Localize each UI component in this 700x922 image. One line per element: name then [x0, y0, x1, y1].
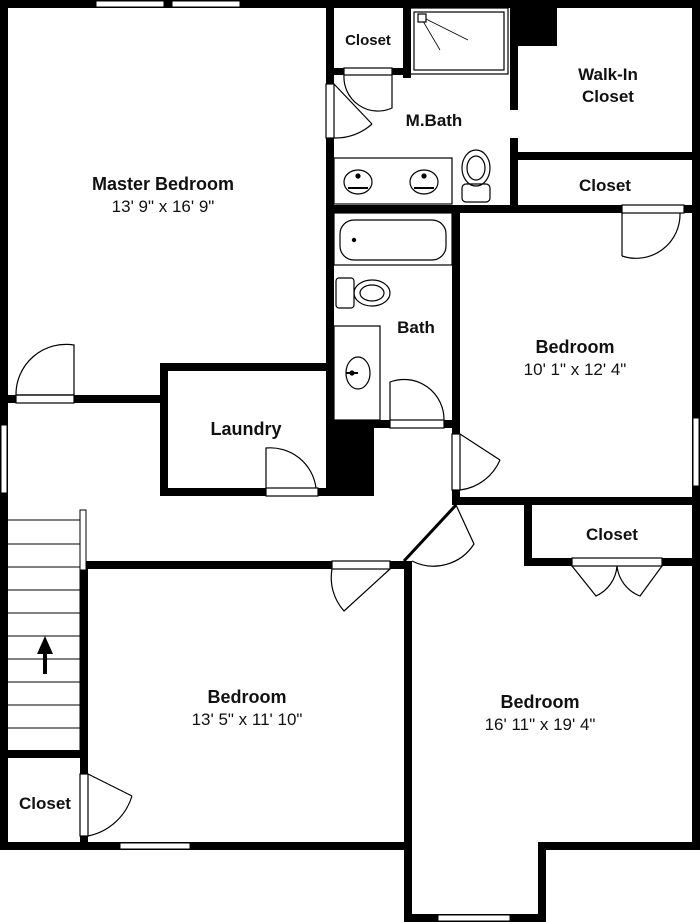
- bedroom-center-dims: 13' 5" x 11' 10": [192, 710, 303, 729]
- door-gap-closet-left: [79, 773, 89, 837]
- door-swing-bedroom-center: [330, 568, 391, 612]
- wall-walkin-stub: [510, 138, 518, 212]
- room-labels: Master Bedroom 13' 9" x 16' 9" Closet M.…: [19, 32, 638, 813]
- vanity-mbath-icon: [333, 157, 453, 205]
- outer-wall-bottom-right: [538, 842, 700, 850]
- wall-center-top: [80, 561, 410, 569]
- closet-left-name: Closet: [19, 794, 71, 813]
- bedroom-large-name: Bedroom: [500, 692, 579, 712]
- door-gap-master: [15, 394, 75, 404]
- doors: [15, 67, 685, 837]
- wall-master-bottom: [8, 395, 162, 403]
- up-arrow-icon: [37, 636, 53, 674]
- outer-wall-bump-right: [538, 842, 546, 922]
- door-swing-laundry: [265, 447, 317, 489]
- outer-wall-top: [0, 0, 700, 8]
- bedroom-right-dims: 10' 1" x 12' 4": [524, 360, 627, 379]
- wall-walkin-bottom: [510, 152, 700, 160]
- window-left-hall: [0, 424, 8, 494]
- door-swing-bath: [389, 378, 445, 421]
- wall-closet-right-upper-bottom: [510, 205, 700, 213]
- door-gap-laundry: [265, 487, 319, 497]
- walk-in-closet-name-2: Closet: [582, 87, 634, 106]
- wall-chase: [334, 420, 374, 496]
- wall-closet-top-right: [403, 0, 411, 78]
- door-swing-closet-top: [343, 74, 393, 112]
- door-swing-mbath: [333, 83, 373, 139]
- door-gap-mbath: [325, 83, 335, 139]
- laundry-name: Laundry: [210, 419, 281, 439]
- wall-bedroom-right-left: [452, 205, 460, 505]
- window-right-bedroom: [692, 417, 700, 487]
- window-master-top-2: [171, 0, 241, 8]
- door-swing-diagonal: [411, 504, 475, 567]
- door-gap-closet-right-upper: [621, 204, 685, 214]
- bath-name: Bath: [397, 318, 435, 337]
- wall-center-right: [404, 561, 412, 922]
- window-bump-bottom: [437, 914, 511, 922]
- wall-bedroom-right-bottom: [452, 497, 700, 505]
- toilet-bath-icon: [335, 277, 391, 309]
- closet-right-lower-name: Closet: [586, 525, 638, 544]
- bedroom-center-name: Bedroom: [207, 687, 286, 707]
- bedroom-large-dims: 16' 11" x 19' 4": [485, 715, 596, 734]
- toilet-mbath-icon: [461, 149, 491, 203]
- window-center-bottom: [119, 842, 191, 850]
- closet-right-upper-name: Closet: [579, 176, 631, 195]
- closet-top-name: Closet: [345, 32, 391, 49]
- door-swing-closet-lower: [571, 565, 663, 597]
- vanity-bath-icon: [333, 325, 381, 421]
- door-gap-walkin: [510, 110, 518, 138]
- door-swing-bedroom-right: [459, 433, 501, 491]
- wall-center-left: [80, 561, 88, 850]
- walk-in-closet-name-1: Walk-In: [578, 65, 638, 84]
- bedroom-right-name: Bedroom: [535, 337, 614, 357]
- master-bedroom-dims: 13' 9" x 16' 9": [112, 197, 215, 216]
- wall-stairs-bottom: [0, 750, 88, 758]
- wall-master-right: [326, 0, 334, 495]
- wall-laundry-top: [160, 363, 334, 371]
- door-swing-master: [15, 343, 75, 396]
- stairs: [8, 509, 87, 750]
- door-gap-bedroom-center: [331, 560, 391, 570]
- master-bedroom-name: Master Bedroom: [92, 174, 234, 194]
- door-gap-closet-lower: [571, 557, 663, 567]
- door-swing-closet-right-upper: [621, 212, 681, 259]
- outer-wall-bottom-left: [0, 842, 412, 850]
- window-master-top-1: [95, 0, 165, 8]
- mbath-name: M.Bath: [406, 111, 463, 130]
- shower-icon: [409, 7, 509, 75]
- door-gap-closet-top: [343, 67, 393, 76]
- door-frame-diagonal: [402, 503, 458, 563]
- door-gap-bath: [389, 419, 445, 429]
- door-swing-closet-left: [87, 773, 133, 837]
- wall-laundry-left: [160, 363, 168, 495]
- wall-closet-lower-left: [524, 505, 532, 565]
- wall-shower-block: [517, 0, 557, 46]
- wall-walkin-left: [510, 0, 518, 110]
- bathtub-icon: [333, 212, 453, 266]
- door-gap-bedroom-right: [451, 433, 461, 491]
